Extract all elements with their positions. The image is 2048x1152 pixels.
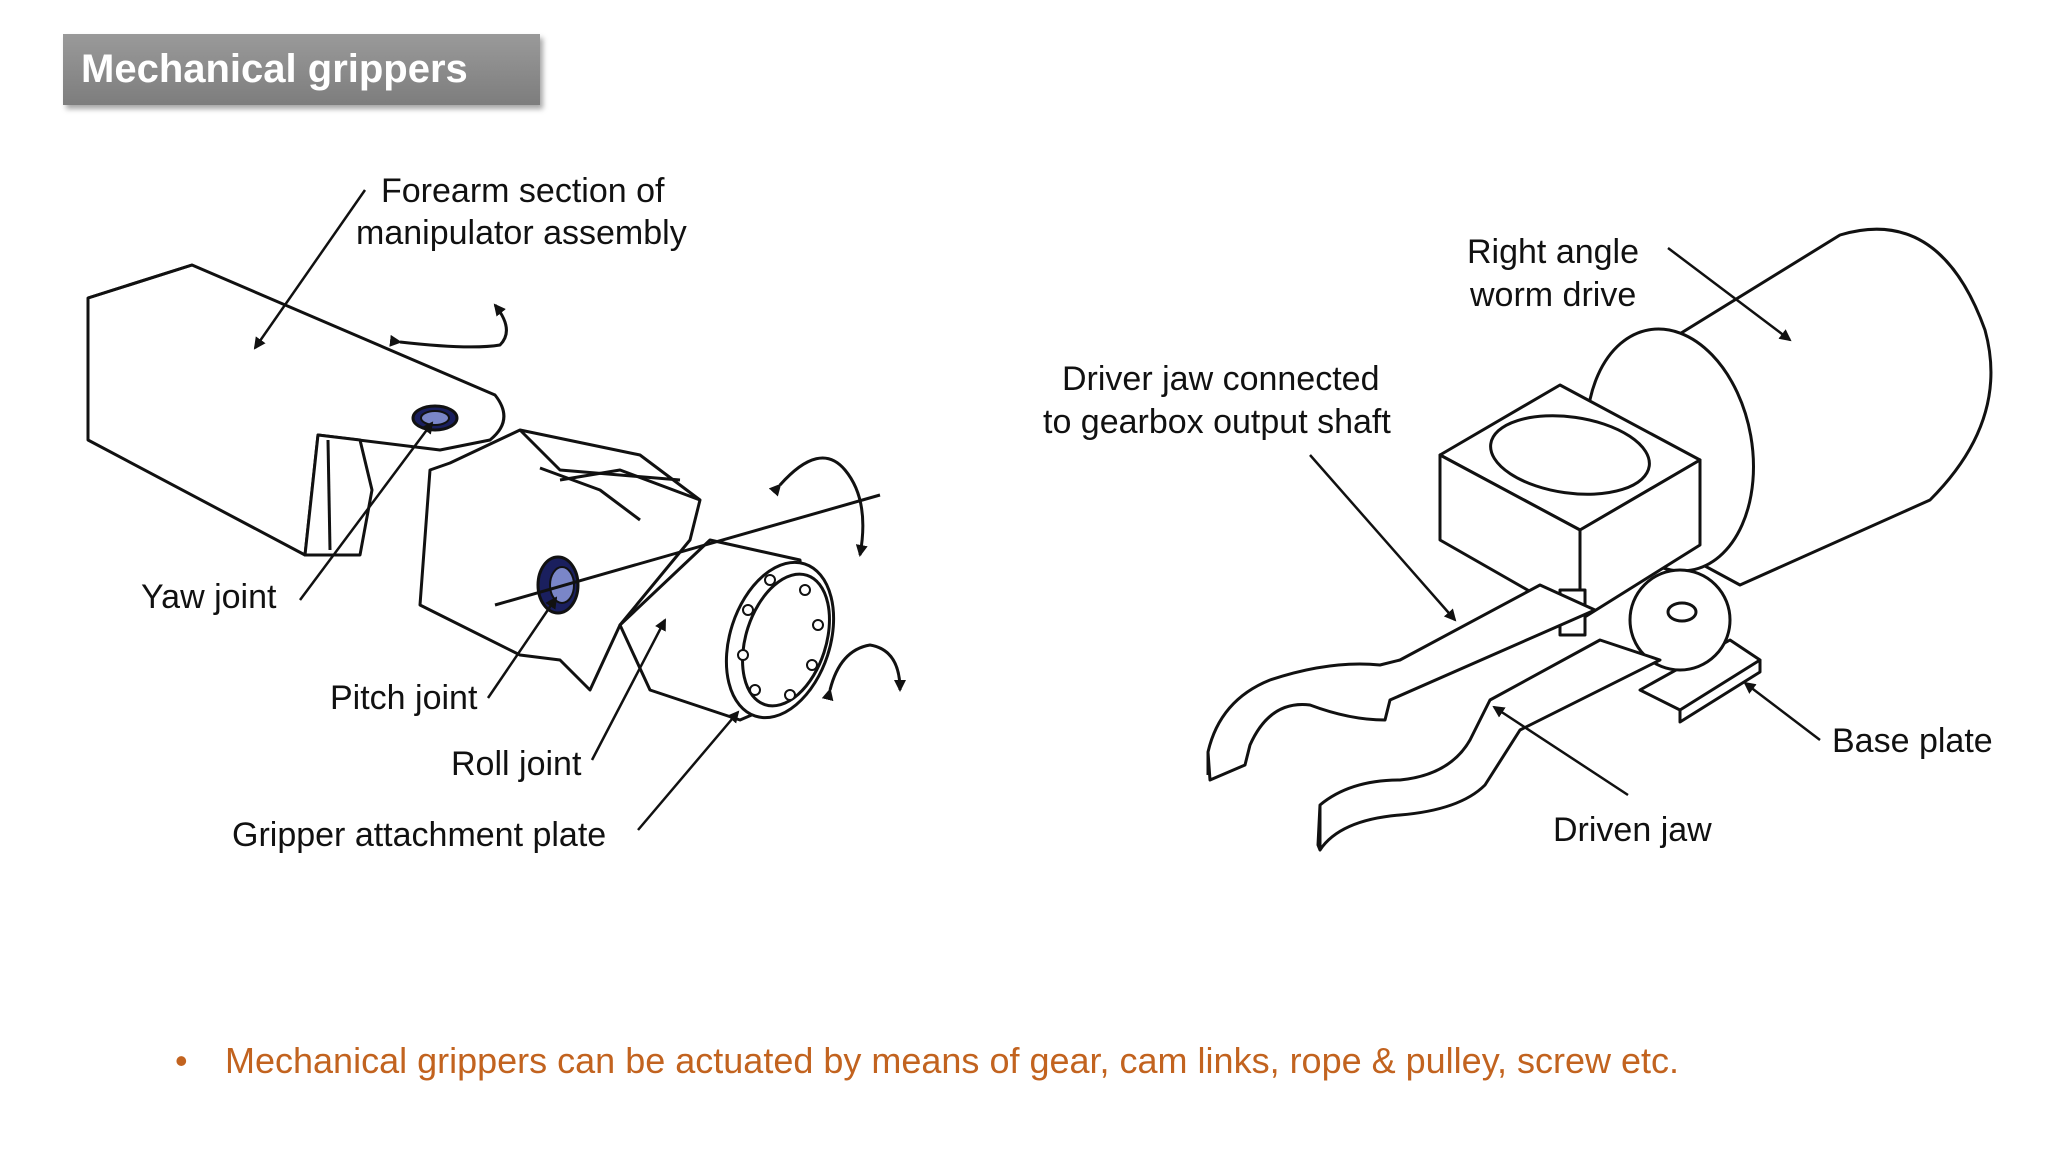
label-worm-line1: Right angle bbox=[1467, 233, 1639, 271]
gripper-attachment-plate bbox=[724, 560, 836, 720]
label-gripper-attachment-plate: Gripper attachment plate bbox=[232, 816, 606, 854]
gearbox-cap bbox=[1489, 414, 1651, 496]
label-roll-joint: Roll joint bbox=[451, 745, 582, 783]
yaw-clevis bbox=[303, 433, 374, 557]
label-yaw-joint: Yaw joint bbox=[141, 578, 277, 616]
right-leader-lines bbox=[1309, 247, 1821, 797]
label-pitch-joint: Pitch joint bbox=[330, 679, 478, 717]
yaw-rotation-arrow bbox=[389, 303, 508, 349]
roll-rotation-arrow bbox=[821, 643, 906, 702]
label-driver-line2: to gearbox output shaft bbox=[1043, 403, 1391, 441]
label-forearm-line1: Forearm section of bbox=[381, 172, 665, 210]
left-leader-lines bbox=[253, 189, 740, 831]
label-worm-line2: worm drive bbox=[1469, 276, 1636, 314]
bullet-item: • Mechanical grippers can be actuated by … bbox=[175, 1040, 1679, 1082]
label-driven-jaw: Driven jaw bbox=[1553, 811, 1712, 849]
label-driver-line1: Driver jaw connected bbox=[1062, 360, 1379, 398]
label-forearm-line2: manipulator assembly bbox=[356, 214, 687, 252]
manipulator-wrist-drawing bbox=[86, 263, 906, 722]
bullet-marker: • bbox=[175, 1040, 188, 1081]
slide-title: Mechanical grippers bbox=[63, 34, 540, 105]
gear-gripper-drawing bbox=[1206, 227, 1993, 852]
label-base-plate: Base plate bbox=[1832, 722, 1993, 760]
bullet-text: Mechanical grippers can be actuated by m… bbox=[225, 1040, 1680, 1081]
pitch-rotation-arrow bbox=[768, 456, 868, 557]
